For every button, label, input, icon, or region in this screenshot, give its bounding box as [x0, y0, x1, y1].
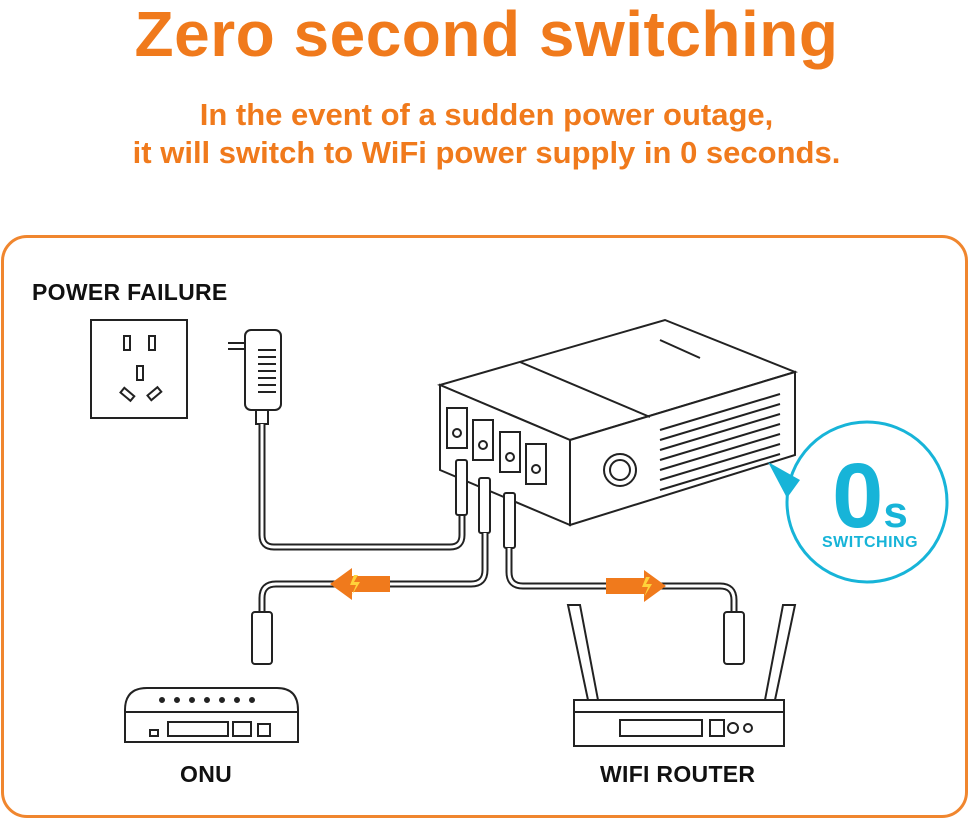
wifi-router-icon	[566, 604, 797, 747]
subtitle-line-2: it will switch to WiFi power supply in 0…	[132, 135, 841, 170]
badge-value: 0s	[815, 450, 925, 542]
page-title: Zero second switching	[134, 0, 839, 70]
dc-plugs	[455, 459, 516, 549]
subtitle-line-1: In the event of a sudden power outage,	[199, 97, 774, 132]
diagram-panel	[1, 235, 968, 818]
arrow-right-icon	[606, 570, 666, 602]
onu-label: ONU	[180, 761, 233, 787]
arrow-left-icon	[330, 568, 390, 600]
mini-ups-device	[437, 318, 799, 527]
subtitle: In the event of a sudden power outage, i…	[0, 96, 973, 172]
wall-outlet-icon	[90, 319, 188, 419]
badge-number: 0	[832, 445, 884, 547]
adapter-cable	[258, 424, 466, 551]
zero-seconds-badge	[768, 420, 949, 584]
router-plug-icon	[723, 611, 745, 665]
badge-caption: SWITCHING	[821, 534, 919, 551]
badge-unit: s	[883, 488, 908, 537]
power-adapter-icon	[228, 329, 282, 425]
onu-plug-icon	[251, 611, 273, 665]
power-failure-label: POWER FAILURE	[32, 279, 228, 305]
onu-device-icon	[124, 687, 299, 743]
wifi-router-label: WIFI ROUTER	[600, 761, 756, 787]
